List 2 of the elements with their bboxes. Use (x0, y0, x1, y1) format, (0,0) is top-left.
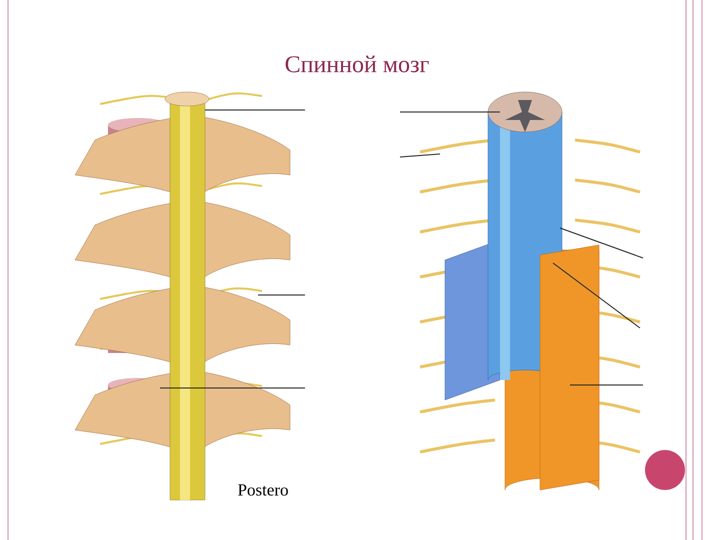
slide-title: Спинной мозг (286, 56, 429, 72)
caption-text: Postero (238, 484, 288, 496)
